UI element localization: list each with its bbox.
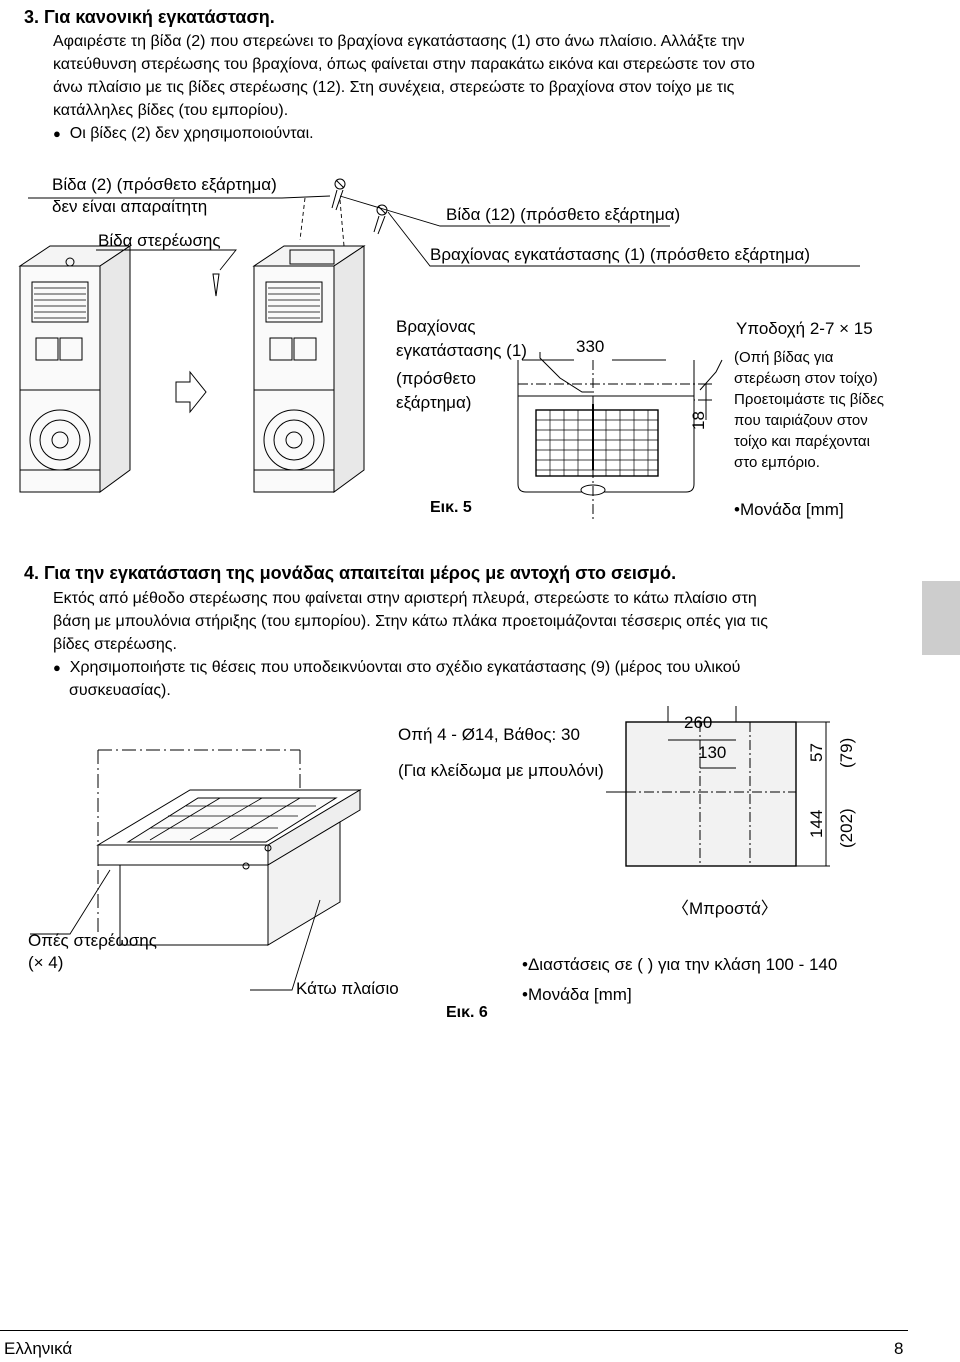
dimension-130: 130 xyxy=(698,743,727,762)
plan-view-drawing xyxy=(606,706,830,867)
slot-title: Υποδοχή 2-7 × 15 xyxy=(736,319,873,338)
bullet-text: Οι βίδες (2) δεν χρησιμοποιούνται. xyxy=(69,125,314,142)
slot-note-line: στερέωση στον τοίχο) xyxy=(734,370,878,387)
footer-rule xyxy=(0,1330,908,1331)
fixing-holes-count: (× 4) xyxy=(28,953,64,972)
dimension-202: (202) xyxy=(837,808,856,848)
bracket-detail-label: εγκατάστασης (1) xyxy=(396,341,527,360)
dimension-57: 57 xyxy=(807,743,826,762)
screw12-label: Βίδα (12) (πρόσθετο εξάρτημα) xyxy=(446,205,681,224)
paragraph-line: βίδες στερέωσης. xyxy=(53,636,177,653)
bracket-detail-label: εξάρτημα) xyxy=(396,393,472,412)
bracket-detail-label: Βραχίονας xyxy=(396,317,476,336)
front-label: 〈Μπροστά〉 xyxy=(672,899,778,918)
fixing-screw-label: Βίδα στερέωσης xyxy=(98,231,221,250)
slot-note-line: που ταιριάζουν στον xyxy=(734,412,868,429)
figure-6-unit: •Μονάδα [mm] xyxy=(522,985,632,1004)
dimension-260: 260 xyxy=(684,713,713,732)
paragraph-line: Αφαιρέστε τη βίδα (2) που στερεώνει το β… xyxy=(53,33,745,50)
paragraph-line: άνω πλαίσιο με τις βίδες στερέωσης (12).… xyxy=(53,79,735,96)
bottom-frame-label: Κάτω πλαίσιο xyxy=(296,979,399,998)
section-3-heading: 3. Για κανονική εγκατάσταση. xyxy=(24,7,275,27)
section-4-paragraph: Εκτός από μέθοδο στερέωσης που φαίνεται … xyxy=(53,587,768,702)
figure-6-caption: Εικ. 6 xyxy=(446,1004,488,1021)
paragraph-line: κατάλληλες βίδες (του εμπορίου). xyxy=(53,102,289,119)
bolt-note-label: (Για κλείδωμα με μπουλόνι) xyxy=(398,761,604,780)
dimensions-note: •Διαστάσεις σε ( ) για την κλάση 100 - 1… xyxy=(522,955,838,974)
paragraph-line: Εκτός από μέθοδο στερέωσης που φαίνεται … xyxy=(53,590,757,607)
bracket-detail-drawing xyxy=(517,352,723,520)
screw2-label: Βίδα (2) (πρόσθετο εξάρτημα) xyxy=(52,175,277,194)
bullet-item: ● Οι βίδες (2) δεν χρησιμοποιούνται. xyxy=(53,125,314,142)
dimension-18: 18 xyxy=(689,411,708,430)
side-tab xyxy=(922,581,960,655)
section-3-paragraph: Αφαιρέστε τη βίδα (2) που στερεώνει το β… xyxy=(53,30,755,145)
bullet-item: ● Χρησιμοποιήστε τις θέσεις που υποδεικν… xyxy=(53,659,741,676)
dimension-79: (79) xyxy=(837,737,856,768)
slot-note-line: στο εμπόριο. xyxy=(734,454,820,471)
dimension-144: 144 xyxy=(807,809,826,838)
figure-5-unit: •Μονάδα [mm] xyxy=(734,500,844,519)
unit-left-illustration xyxy=(18,245,132,493)
fixing-holes-label: Οπές στερέωσης xyxy=(28,931,157,950)
dimension-330: 330 xyxy=(576,337,605,356)
page-number: 8 xyxy=(894,1339,904,1358)
bracket-detail-label: (πρόσθετο xyxy=(396,369,476,388)
figure-5-caption: Εικ. 5 xyxy=(430,499,472,516)
slot-note-line: τοίχο και παρέχονται xyxy=(734,433,870,450)
bracket-label: Βραχίονας εγκατάστασης (1) (πρόσθετο εξά… xyxy=(430,245,811,264)
bottom-frame-drawing xyxy=(30,749,362,991)
unit-right-illustration xyxy=(252,245,366,493)
slot-note-line: (Οπή βίδας για xyxy=(734,349,834,366)
paragraph-line: βάση με μπουλόνια στήριξης (του εμπορίου… xyxy=(53,613,768,630)
hole-spec-label: Οπή 4 - Ø14, Βάθος: 30 xyxy=(398,725,580,744)
bullet-text: Χρησιμοποιήστε τις θέσεις που υποδεικνύο… xyxy=(69,659,741,676)
slot-note: (Οπή βίδας για στερέωση στον τοίχο) Προε… xyxy=(734,348,884,472)
paragraph-line: κατεύθυνση στερέωσης του βραχίονα, όπως … xyxy=(53,56,755,73)
bullet-continuation: συσκευασίας). xyxy=(69,682,171,699)
arrow-right-icon xyxy=(175,370,207,414)
slot-note-line: Προετοιμάστε τις βίδες xyxy=(734,391,885,408)
section-4-heading: 4. Για την εγκατάσταση της μονάδας απαιτ… xyxy=(24,563,677,583)
footer-language: Ελληνικά xyxy=(4,1339,73,1358)
screw2-note: δεν είναι απαραίτητη xyxy=(52,197,208,216)
